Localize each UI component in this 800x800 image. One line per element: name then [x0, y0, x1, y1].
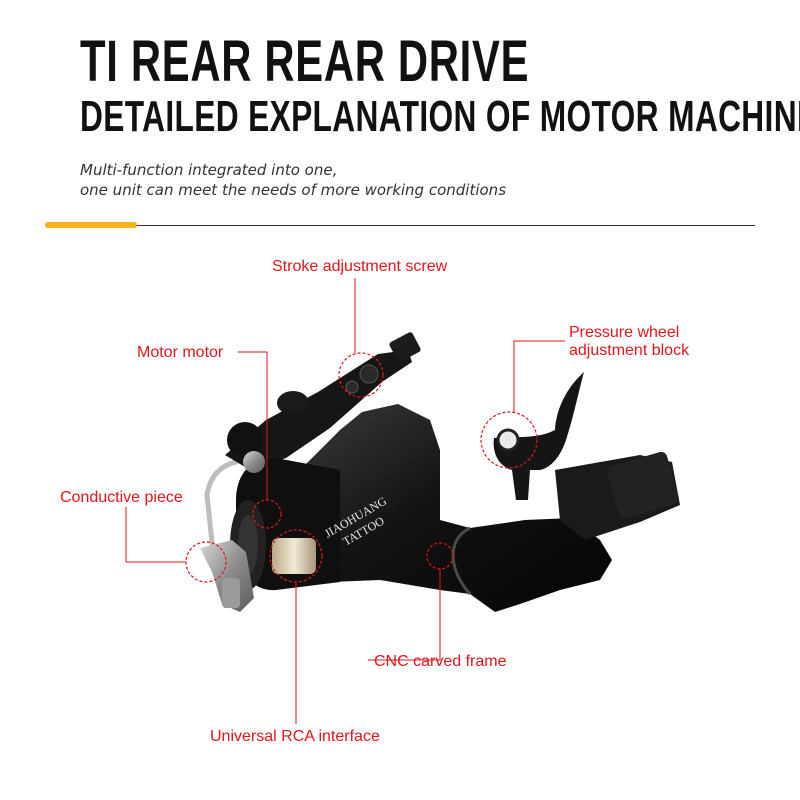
callout-label-cnc: CNC carved frame	[374, 653, 507, 670]
tagline-line-2: one unit can meet the needs of more work…	[80, 181, 507, 199]
callout-conductive: Conductive piece	[60, 489, 227, 583]
stroke-lever-tip	[389, 332, 421, 362]
callout-leader	[238, 351, 268, 500]
pressure-wheel	[496, 428, 520, 452]
callout-rca: Universal RCA interface	[210, 529, 380, 745]
rca-jack	[272, 538, 316, 574]
callout-label-pressure-2: adjustment block	[569, 342, 690, 359]
eccentric-wheel	[243, 451, 265, 473]
top-knob	[277, 391, 309, 415]
pressure-claw	[493, 372, 584, 500]
tagline: Multi-function integrated into one, one …	[80, 160, 506, 200]
callout-leader	[368, 569, 441, 661]
callout-marker	[480, 411, 538, 469]
stroke-screw-head	[359, 364, 379, 384]
stroke-screw-head-2	[345, 380, 359, 394]
tagline-line-1: Multi-function integrated into one,	[80, 161, 338, 179]
callout-motor: Motor motor	[137, 344, 282, 529]
callout-pressure: Pressure wheel adjustment block	[480, 324, 690, 469]
page-subtitle-heading: DETAILED EXPLANATION OF MOTOR MACHINE	[80, 92, 800, 141]
callout-label-motor: Motor motor	[137, 344, 224, 361]
grip-end	[607, 451, 679, 519]
conductive-clip-post	[222, 578, 240, 608]
callout-label-pressure-1: Pressure wheel	[569, 324, 679, 341]
callout-leader	[513, 340, 565, 412]
callout-leader	[125, 507, 186, 563]
callout-label-rca: Universal RCA interface	[210, 728, 380, 745]
callout-marker	[338, 352, 384, 398]
callout-label-conductive: Conductive piece	[60, 489, 183, 506]
conductive-clip	[200, 540, 254, 612]
callout-stroke: Stroke adjustment screw	[272, 258, 448, 398]
rear-wheel	[227, 422, 263, 458]
callout-cnc: CNC carved frame	[368, 542, 507, 670]
conductive-wire	[204, 459, 239, 555]
accent-bar	[45, 222, 137, 228]
page-title: TI REAR REAR DRIVE	[80, 29, 530, 94]
cnc-frame	[300, 404, 612, 612]
tattoo-machine-image: JIAOHUANG TATTOO	[200, 332, 680, 612]
callout-label-stroke: Stroke adjustment screw	[272, 258, 448, 275]
